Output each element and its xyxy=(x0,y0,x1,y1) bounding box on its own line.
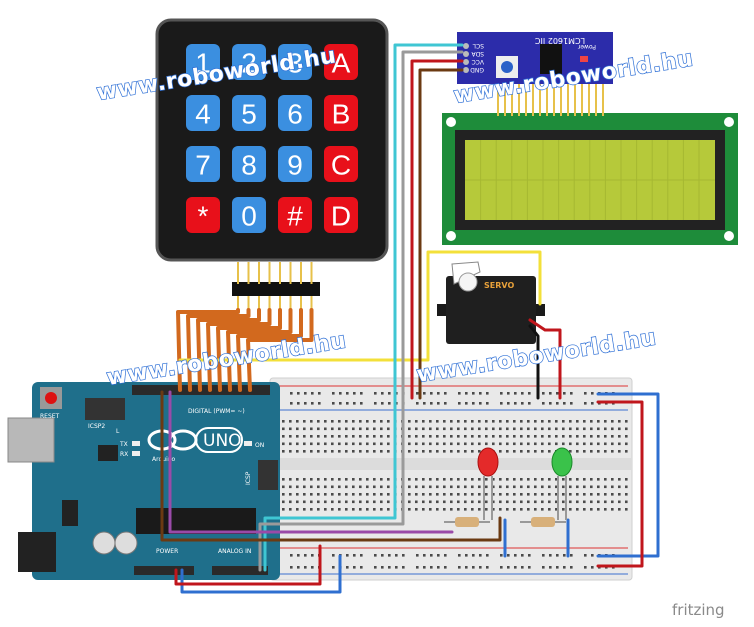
i2c-pin-label: GND xyxy=(470,66,484,73)
resistor-2 xyxy=(520,517,566,527)
key-label: 6 xyxy=(287,99,303,130)
key-label: 4 xyxy=(195,99,211,130)
key-*: * xyxy=(186,197,220,233)
wires xyxy=(160,43,660,594)
key-label: 2 xyxy=(241,48,257,79)
key-label: 7 xyxy=(195,150,211,181)
key-label: 0 xyxy=(241,201,257,232)
key-6: 6 xyxy=(278,95,312,131)
servo-motor: SERVO xyxy=(437,261,545,344)
key-B: B xyxy=(324,95,358,131)
icsp2-label: ICSP2 xyxy=(88,423,105,430)
atmega-chip xyxy=(136,508,256,534)
key-label: B xyxy=(332,99,351,130)
icsp2-header xyxy=(85,398,125,420)
i2c-pin-label: VCC xyxy=(472,58,484,65)
power-led-label: Power xyxy=(577,43,596,50)
resistor-1 xyxy=(444,517,490,527)
icsp-label: ICSP xyxy=(245,471,252,485)
icsp-header xyxy=(258,460,278,490)
arduino-uno-board: RESET ICSP2 DIGITAL (PWM= ~) L TX RX UNO… xyxy=(7,382,280,580)
lcd-display xyxy=(442,113,738,245)
analog-label: ANALOG IN xyxy=(218,548,251,555)
key-5: 5 xyxy=(232,95,266,131)
tx-label: TX xyxy=(119,441,128,448)
key-4: 4 xyxy=(186,95,220,131)
lcm-module-label: LCM1602 IIC xyxy=(535,36,586,45)
key-1: 1 xyxy=(186,44,220,80)
key-label: 3 xyxy=(287,48,303,79)
key-8: 8 xyxy=(232,146,266,182)
led-green xyxy=(551,447,573,520)
power-header xyxy=(134,566,194,575)
fritzing-brand: fritzing xyxy=(672,601,725,619)
keypad-connector xyxy=(232,282,320,296)
key-7: 7 xyxy=(186,146,220,182)
power-label: POWER xyxy=(156,548,178,555)
i2c-pin-label: SCL xyxy=(472,42,484,49)
on-label: ON xyxy=(255,442,264,449)
key-D: D xyxy=(324,197,358,233)
arduino-brand: Arduino xyxy=(152,456,176,463)
breadboard xyxy=(269,377,633,581)
l-led-label: L xyxy=(116,428,120,435)
key-2: 2 xyxy=(232,44,266,80)
key-label: # xyxy=(287,201,303,232)
usb-port xyxy=(7,417,55,463)
i2c-pin-label: SDA xyxy=(471,50,484,57)
key-label: 9 xyxy=(287,150,303,181)
key-C: C xyxy=(324,146,358,182)
key-3: 3 xyxy=(278,44,312,80)
key-0: 0 xyxy=(232,197,266,233)
analog-header xyxy=(212,566,268,575)
key-label: 8 xyxy=(241,150,257,181)
digital-label: DIGITAL (PWM= ~) xyxy=(188,408,245,415)
key-label: A xyxy=(332,48,351,79)
led-red xyxy=(477,447,499,520)
servo-label: SERVO xyxy=(484,281,514,290)
key-9: 9 xyxy=(278,146,312,182)
uno-logo-text: UNO xyxy=(203,431,242,451)
key-label: 1 xyxy=(195,48,211,79)
key-label: D xyxy=(331,201,351,232)
key-label: * xyxy=(198,201,209,232)
power-jack xyxy=(18,532,56,572)
key-A: A xyxy=(324,44,358,80)
key-label: C xyxy=(331,150,351,181)
contrast-potentiometer xyxy=(501,61,513,73)
key-#: # xyxy=(278,197,312,233)
rx-label: RX xyxy=(120,451,128,458)
key-label: 5 xyxy=(241,99,257,130)
reset-label: RESET xyxy=(40,413,60,420)
